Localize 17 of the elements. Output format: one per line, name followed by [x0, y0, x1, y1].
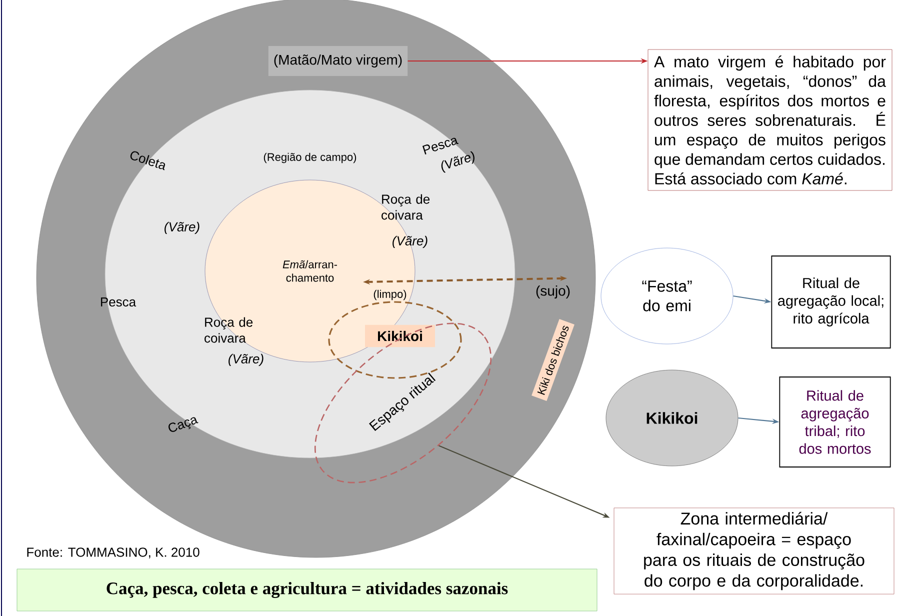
note-box: A mato virgem é habitado por animais, vegetais, “donos” da floresta, espíritos dos mortos e outros seres sobrenaturais. É um espaço de muitos perigos que demandam certos cuidados. Está associado com Kamé. [648, 49, 892, 191]
highlight-box: Kikikoi [365, 324, 435, 348]
ritual-box: Ritual de agregação local; rito agrícola [771, 256, 891, 348]
label-box: (Matão/Mato virgem) [268, 46, 408, 76]
summary-banner: Caça, pesca, coleta e agricultura = atividades sazonais [16, 568, 598, 612]
activity-label: Roça de coivara [204, 317, 253, 343]
activity-label: Caça [168, 417, 198, 432]
activity-label: (sujo) [536, 285, 570, 299]
activity-label: Pesca [101, 297, 136, 307]
activity-label: Roça de coivara [382, 194, 430, 220]
activity-label: (Vãre) [392, 236, 428, 248]
activity-label: (limpo) [374, 290, 406, 300]
activity-label: Coleta [130, 151, 166, 170]
activity-label: (Vãre) [228, 354, 264, 366]
rotated-box: Kiki dos bichos [532, 319, 574, 401]
ritual-box: Ritual de agregação tribal; rito dos mortos [779, 376, 891, 468]
note-box: Zona intermediária/ faxinal/capoeira = espaço para os rituais de construção do corpo e da corporalidade. [614, 508, 894, 594]
